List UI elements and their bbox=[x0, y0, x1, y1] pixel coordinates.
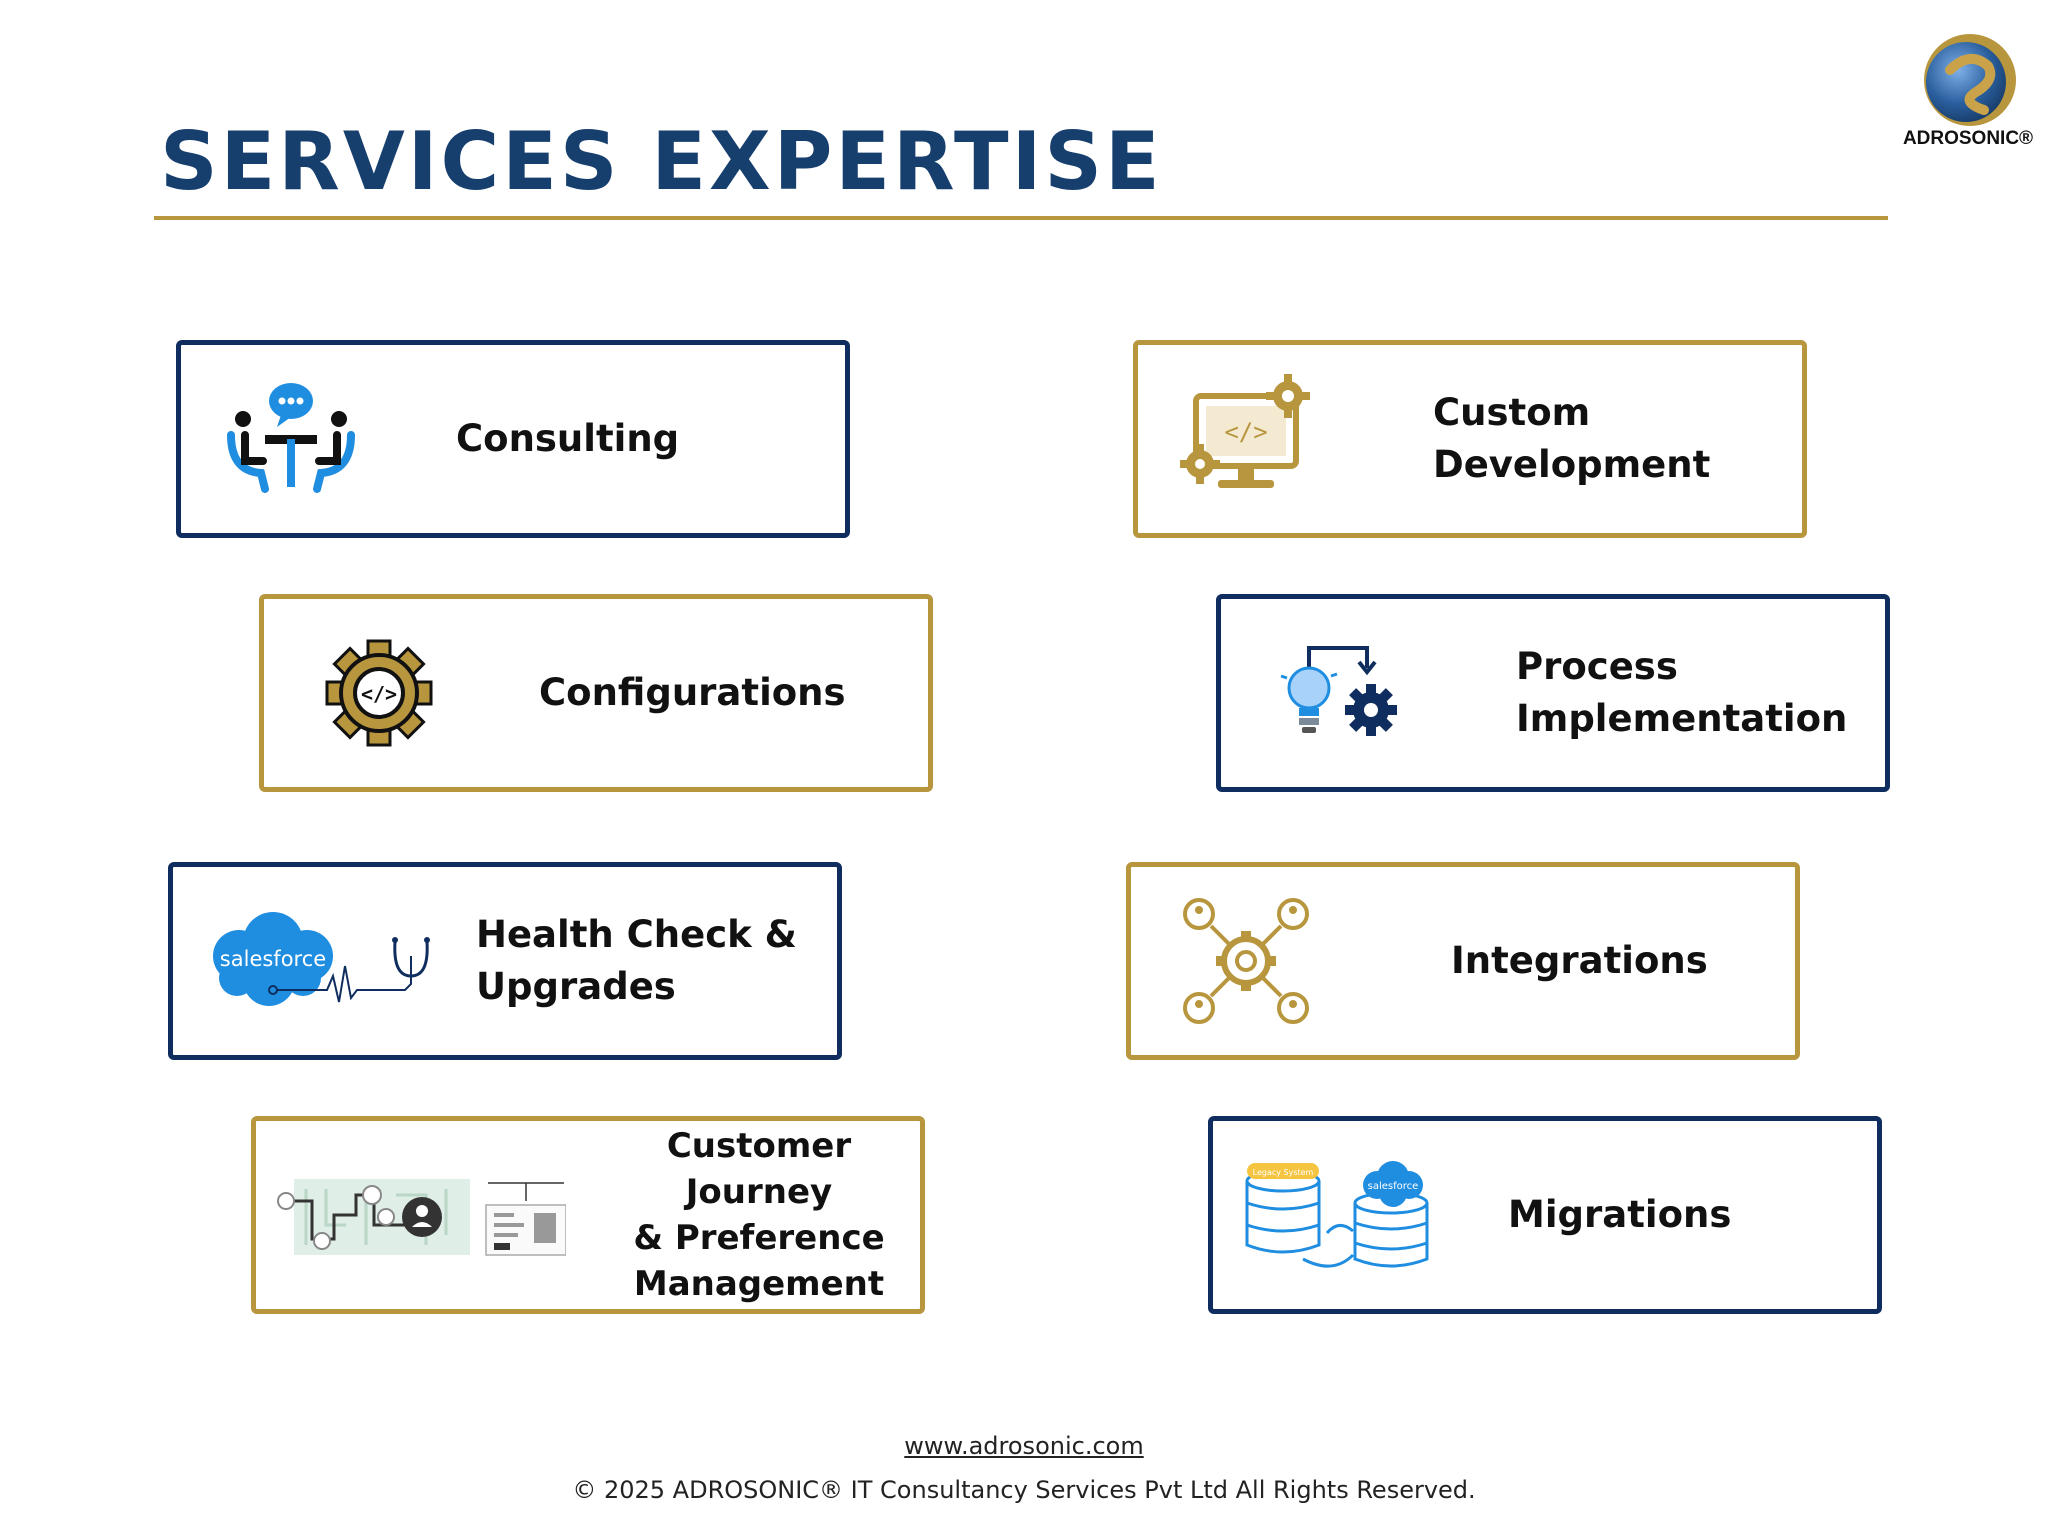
service-label: Migrations bbox=[1508, 1193, 1732, 1236]
logo-wordmark: ADROSONIC® bbox=[1902, 128, 2034, 149]
service-card-process-implementation: Process Implementation bbox=[1216, 594, 1890, 792]
svg-text:</>: </> bbox=[361, 682, 397, 706]
service-card-consulting: Consulting bbox=[176, 340, 850, 538]
code-monitor-gears-icon: </> bbox=[1180, 374, 1310, 488]
service-label: Health Check & Upgrades bbox=[476, 913, 797, 1008]
customer-journey-map-icon bbox=[277, 1179, 566, 1256]
service-card-configurations: </> Configurations bbox=[259, 594, 933, 792]
service-card-customer-journey: Customer Journey & Preference Management bbox=[251, 1116, 925, 1314]
network-gear-people-icon bbox=[1183, 898, 1309, 1024]
service-label: Process Implementation bbox=[1516, 645, 1848, 740]
service-card-integrations: Integrations bbox=[1126, 862, 1800, 1060]
salesforce-stethoscope-icon: salesforce bbox=[213, 912, 430, 1006]
service-card-health-check: salesforce Health Check & Upgrades bbox=[168, 862, 842, 1060]
service-label: Consulting bbox=[456, 417, 680, 460]
database-migration-icon: Legacy System salesforce bbox=[1245, 1161, 1429, 1268]
consulting-people-icon bbox=[227, 383, 355, 493]
service-label: Custom Development bbox=[1433, 391, 1711, 486]
legacy-system-badge: Legacy System bbox=[1253, 1168, 1314, 1177]
page-title: SERVICES EXPERTISE bbox=[160, 115, 1163, 208]
copyright-text: © 2025 ADROSONIC® IT Consultancy Service… bbox=[572, 1476, 1476, 1504]
lightbulb-gear-icon bbox=[1280, 646, 1397, 736]
service-card-migrations: Legacy System salesforce Migrations bbox=[1208, 1116, 1882, 1314]
website-link[interactable]: www.adrosonic.com bbox=[904, 1432, 1144, 1460]
service-label: Configurations bbox=[539, 671, 846, 714]
service-label: Customer Journey & Preference Management bbox=[633, 1126, 885, 1304]
adrosonic-logo-icon bbox=[1924, 34, 2016, 126]
code-gear-icon: </> bbox=[325, 639, 433, 747]
salesforce-logo-text: salesforce bbox=[1368, 1181, 1419, 1192]
salesforce-logo-text: salesforce bbox=[220, 947, 326, 971]
svg-text:</>: </> bbox=[1224, 418, 1267, 446]
service-card-custom-development: </> Custom Development bbox=[1133, 340, 1807, 538]
title-underline bbox=[154, 216, 1888, 220]
service-label: Integrations bbox=[1451, 939, 1708, 982]
